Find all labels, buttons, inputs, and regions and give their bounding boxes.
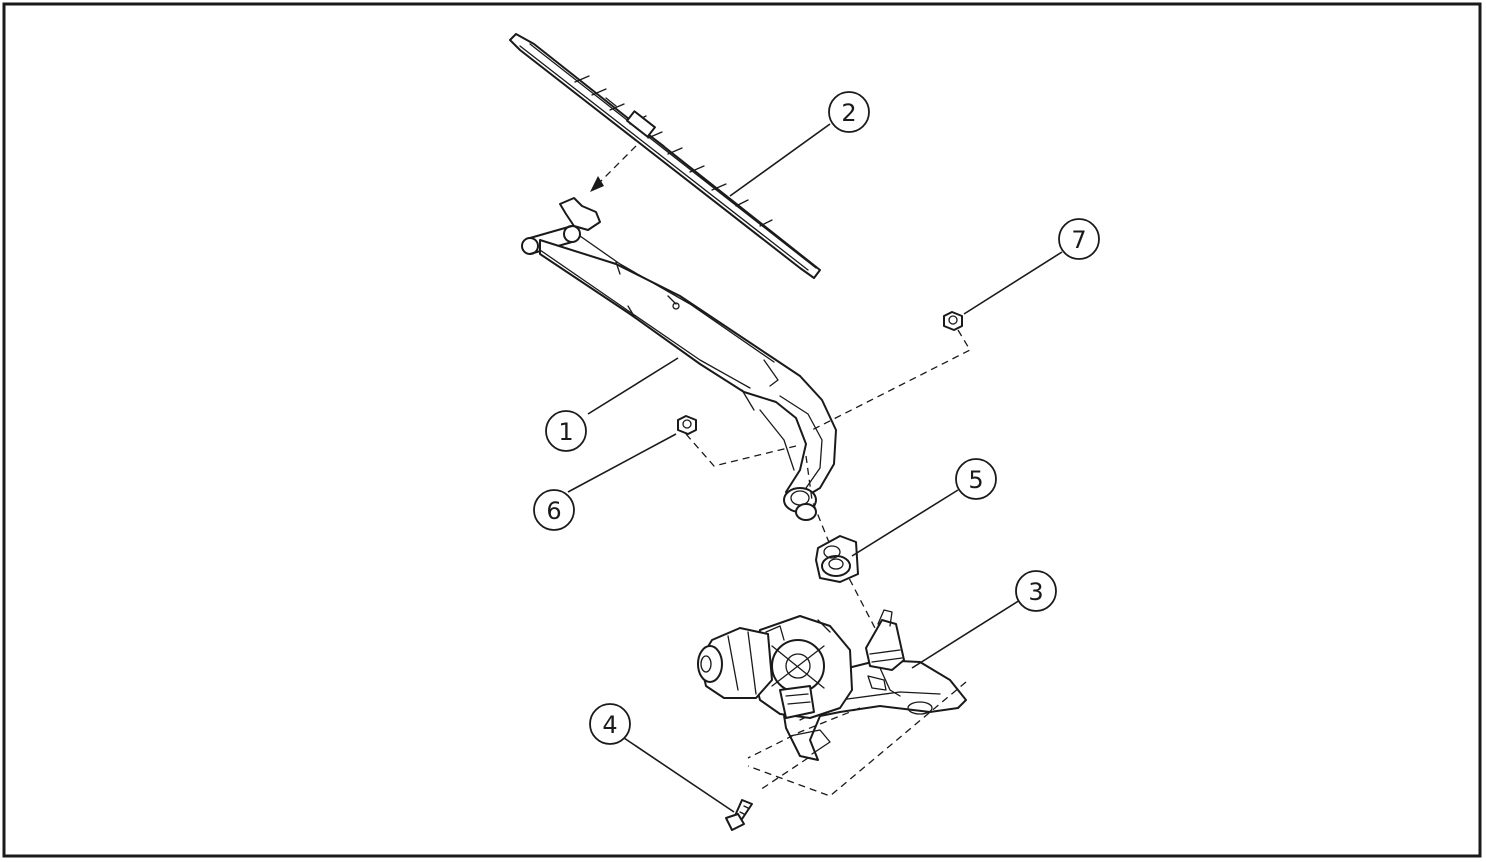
callout-1: 1 xyxy=(545,410,587,452)
leader-line-5 xyxy=(851,489,959,557)
callout-5-label: 5 xyxy=(968,466,983,494)
callout-4: 4 xyxy=(589,703,631,745)
wiper-blade xyxy=(509,33,821,279)
callout-4-label: 4 xyxy=(602,711,617,739)
arrow-head-icon xyxy=(590,176,604,192)
callout-3-label: 3 xyxy=(1028,578,1043,606)
leader-line-7 xyxy=(963,251,1063,315)
mounting-bolt xyxy=(725,799,753,831)
callout-7-label: 7 xyxy=(1071,226,1086,254)
callout-6-label: 6 xyxy=(546,497,561,525)
nut-6 xyxy=(677,415,697,435)
leader-line-1 xyxy=(587,357,679,415)
washer-seal xyxy=(815,535,859,583)
callout-7: 7 xyxy=(1058,218,1100,260)
callout-2: 2 xyxy=(828,91,870,133)
leader-line-2 xyxy=(729,123,831,197)
callout-6: 6 xyxy=(533,489,575,531)
wiper-arm xyxy=(521,197,837,521)
leader-line-4 xyxy=(623,737,735,813)
leader-line-6 xyxy=(567,433,677,493)
leader-line-3 xyxy=(911,599,1021,669)
nut-7 xyxy=(943,311,963,331)
callout-5: 5 xyxy=(955,458,997,500)
wiper-motor-assembly xyxy=(697,609,967,761)
callout-3: 3 xyxy=(1015,570,1057,612)
callout-1-label: 1 xyxy=(558,418,573,446)
callout-2-label: 2 xyxy=(841,99,856,127)
